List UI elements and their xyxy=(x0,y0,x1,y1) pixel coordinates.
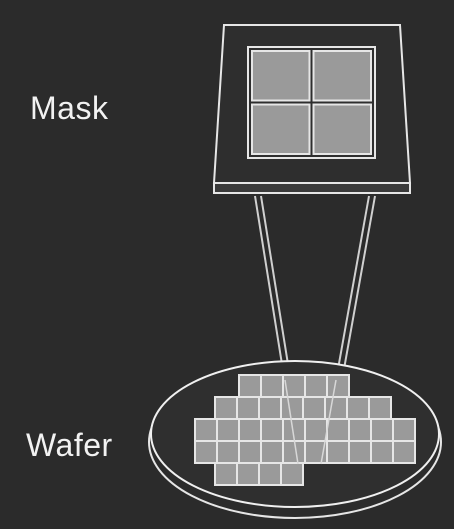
mask-plate-top xyxy=(212,24,412,184)
wafer-die-cell xyxy=(238,418,262,442)
mask-pattern-grid xyxy=(251,50,372,155)
wafer-die-cell xyxy=(214,396,238,420)
wafer-die-cell xyxy=(370,440,394,464)
wafer-die-cell xyxy=(260,440,284,464)
projection-line-front-left xyxy=(284,379,299,465)
wafer-die-cell xyxy=(326,440,350,464)
wafer-die-cell xyxy=(258,396,282,420)
wafer-die-cell xyxy=(348,440,372,464)
wafer-die-cell xyxy=(326,374,350,398)
wafer-die-cell xyxy=(238,374,262,398)
wafer-die-cell xyxy=(236,396,260,420)
wafer-die-cell xyxy=(392,418,416,442)
mask-cell xyxy=(312,103,372,155)
wafer-disk xyxy=(148,360,442,519)
mask-cell xyxy=(312,50,372,102)
wafer-die-grid xyxy=(194,374,416,486)
wafer-die-cell xyxy=(260,418,284,442)
wafer-die-cell xyxy=(258,462,282,486)
projection-line-front-right xyxy=(320,379,337,465)
wafer-die-cell xyxy=(324,396,348,420)
wafer-die-cell xyxy=(280,462,304,486)
wafer-die-cell xyxy=(216,418,240,442)
wafer-die-cell xyxy=(368,396,392,420)
mask-plate xyxy=(212,24,412,194)
wafer-die-cell xyxy=(392,440,416,464)
wafer-die-cell xyxy=(216,440,240,464)
wafer-die-cell xyxy=(370,418,394,442)
projection-lines-front xyxy=(284,379,337,465)
wafer-die-cell xyxy=(194,418,218,442)
wafer-die-cell xyxy=(348,418,372,442)
wafer-label: Wafer xyxy=(26,427,113,463)
wafer-die-cell xyxy=(280,396,304,420)
mask-cell xyxy=(251,103,311,155)
wafer-die-cell xyxy=(236,462,260,486)
wafer-die-cell xyxy=(194,440,218,464)
wafer-die-cell xyxy=(214,462,238,486)
wafer-die-cell xyxy=(326,418,350,442)
wafer-die-cell xyxy=(304,374,328,398)
wafer-die-cell xyxy=(238,440,262,464)
mask-cell xyxy=(251,50,311,102)
wafer-die-cell xyxy=(346,396,370,420)
wafer-die-cell xyxy=(304,418,328,442)
mask-label: Mask xyxy=(30,90,109,126)
wafer-die-cell xyxy=(282,440,306,464)
mask-plate-edge xyxy=(213,182,411,194)
mask-pattern-frame xyxy=(247,46,376,159)
wafer-die-cell xyxy=(302,396,326,420)
wafer-die-cell xyxy=(260,374,284,398)
